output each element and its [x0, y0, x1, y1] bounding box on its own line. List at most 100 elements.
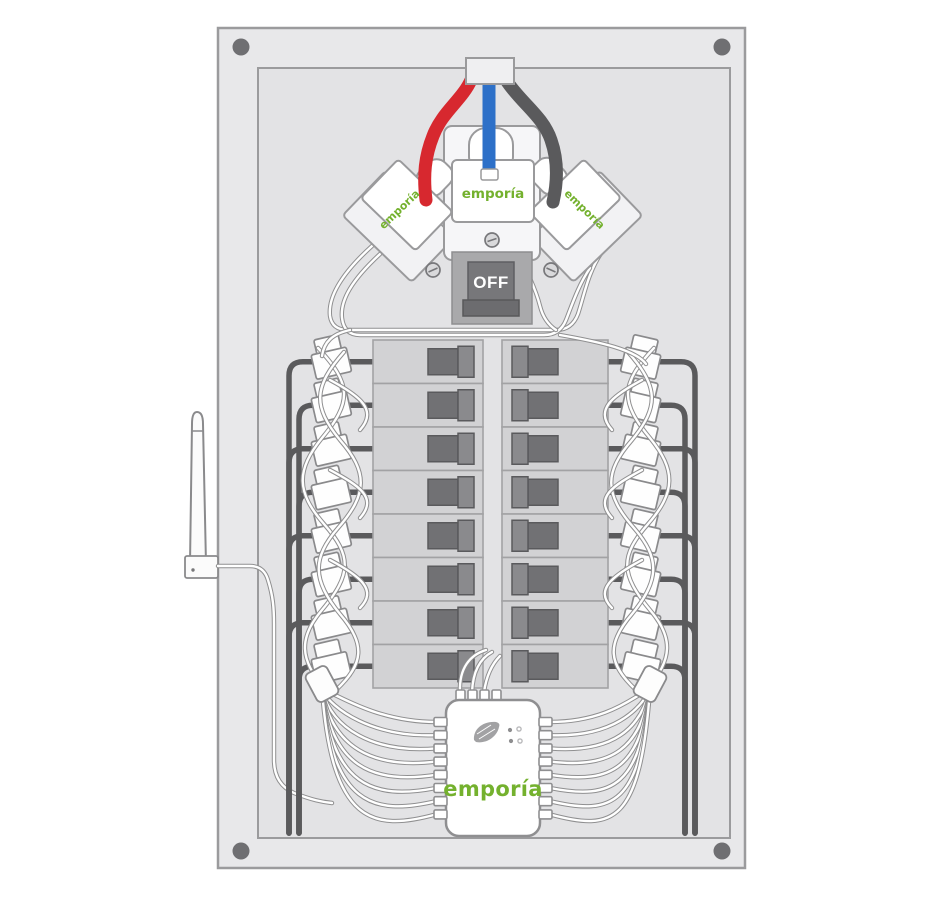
sensor-lead-wire [328, 468, 369, 520]
sensor-lead-wire [603, 378, 644, 432]
breaker-toggle [527, 522, 559, 550]
cover-screw [713, 38, 731, 56]
branch-wire [605, 576, 688, 836]
sensor-lead-wire [320, 328, 352, 358]
antenna-cable-wire [216, 564, 334, 805]
breaker-toggle [511, 476, 529, 509]
device-port [538, 809, 553, 820]
ct-front [310, 477, 353, 511]
vue-device: emporía [433, 689, 553, 838]
breaker-toggle [457, 606, 475, 639]
branch-wire [286, 359, 376, 836]
breaker-toggle [457, 432, 475, 465]
breaker-toggle [511, 389, 529, 422]
breaker-toggle [511, 432, 529, 465]
breaker-toggle [527, 435, 559, 463]
branch-wire [286, 620, 376, 836]
lead-clamp-body [304, 665, 340, 703]
wifi-antenna [184, 410, 219, 579]
service-entrance-assembly: emporía emporía emporía [343, 57, 642, 282]
device-power-wire [458, 648, 488, 694]
breaker-toggle [457, 563, 475, 596]
sensor-lead-wire [603, 468, 644, 520]
lead-clamp [632, 665, 668, 703]
breaker-toggle [457, 389, 475, 422]
sensor-lead-wire [626, 346, 671, 690]
device-port [538, 795, 553, 807]
device-power-wire [482, 654, 502, 694]
device-port [538, 729, 553, 741]
device-side-ports [433, 716, 553, 820]
breaker-toggle [511, 606, 529, 639]
ct-latch [480, 168, 499, 181]
device-port [433, 756, 448, 767]
breaker-toggle [427, 435, 459, 463]
branch-wire [605, 402, 688, 836]
device-port [433, 729, 448, 741]
sensor-lead-wire [558, 333, 648, 366]
antenna-rod [188, 410, 208, 565]
breaker-toggle [527, 565, 559, 593]
device-led-dots [507, 726, 523, 744]
sensor-lead-wire [301, 346, 346, 690]
sensor-lead-bus [319, 243, 649, 367]
device-port [433, 769, 448, 781]
device-power-wires [457, 647, 503, 695]
breaker-toggle [457, 345, 475, 378]
lead-clamp [304, 665, 340, 703]
device-port [538, 743, 553, 754]
device-port [538, 769, 553, 781]
device-leaf-logo [473, 721, 500, 743]
antenna-bracket-screw [191, 568, 195, 572]
breaker-toggle [427, 652, 459, 680]
breaker-toggle [527, 478, 559, 506]
breaker-toggle [427, 391, 459, 419]
breaker-toggle [457, 476, 475, 509]
branch-wire [605, 359, 698, 836]
antenna-cable [215, 563, 335, 806]
breaker-toggle [527, 348, 559, 376]
sensor-lead-wire [317, 350, 362, 692]
branch-wire [286, 533, 376, 836]
service-conduit [465, 57, 515, 85]
sensor-lead-fans [304, 665, 668, 824]
branch-wire [605, 663, 688, 836]
breaker-toggle [511, 563, 529, 596]
main-breaker-handle [462, 299, 520, 317]
cover-screw [232, 842, 250, 860]
breaker-toggle [511, 519, 529, 552]
fan-wire [548, 688, 652, 823]
breaker-toggle [527, 652, 559, 680]
device-body [444, 698, 542, 838]
ct-front [619, 477, 662, 511]
device-power-wire [470, 650, 494, 694]
device-port [538, 716, 553, 728]
sensor-lead-wire [610, 350, 655, 692]
main-breaker-face [467, 261, 515, 303]
branch-wire [605, 446, 698, 836]
sensor-lead-wire [328, 558, 369, 610]
breaker-toggle [427, 348, 459, 376]
branch-wire [286, 446, 376, 836]
breaker-columns [372, 339, 609, 689]
main-sensor-label: emporía [462, 186, 525, 202]
branch-wire [605, 533, 698, 836]
main-breaker: OFF [451, 251, 533, 325]
device-port [433, 743, 448, 754]
device-logo-text: emporía [443, 777, 542, 801]
sensor-lead-wire [328, 378, 369, 432]
antenna-bracket [184, 555, 219, 579]
breaker-toggle [427, 609, 459, 637]
main-breaker-state: OFF [473, 273, 509, 292]
branch-ct-sensor [310, 464, 353, 511]
breaker-toggle [427, 478, 459, 506]
branch-ct-sensor [310, 508, 353, 554]
device-port [433, 782, 448, 794]
breaker-toggle [511, 345, 529, 378]
hot-wire-red [418, 73, 478, 207]
sensor-lead-wire [603, 558, 644, 610]
branch-wire [605, 489, 688, 836]
breaker-toggle [427, 522, 459, 550]
